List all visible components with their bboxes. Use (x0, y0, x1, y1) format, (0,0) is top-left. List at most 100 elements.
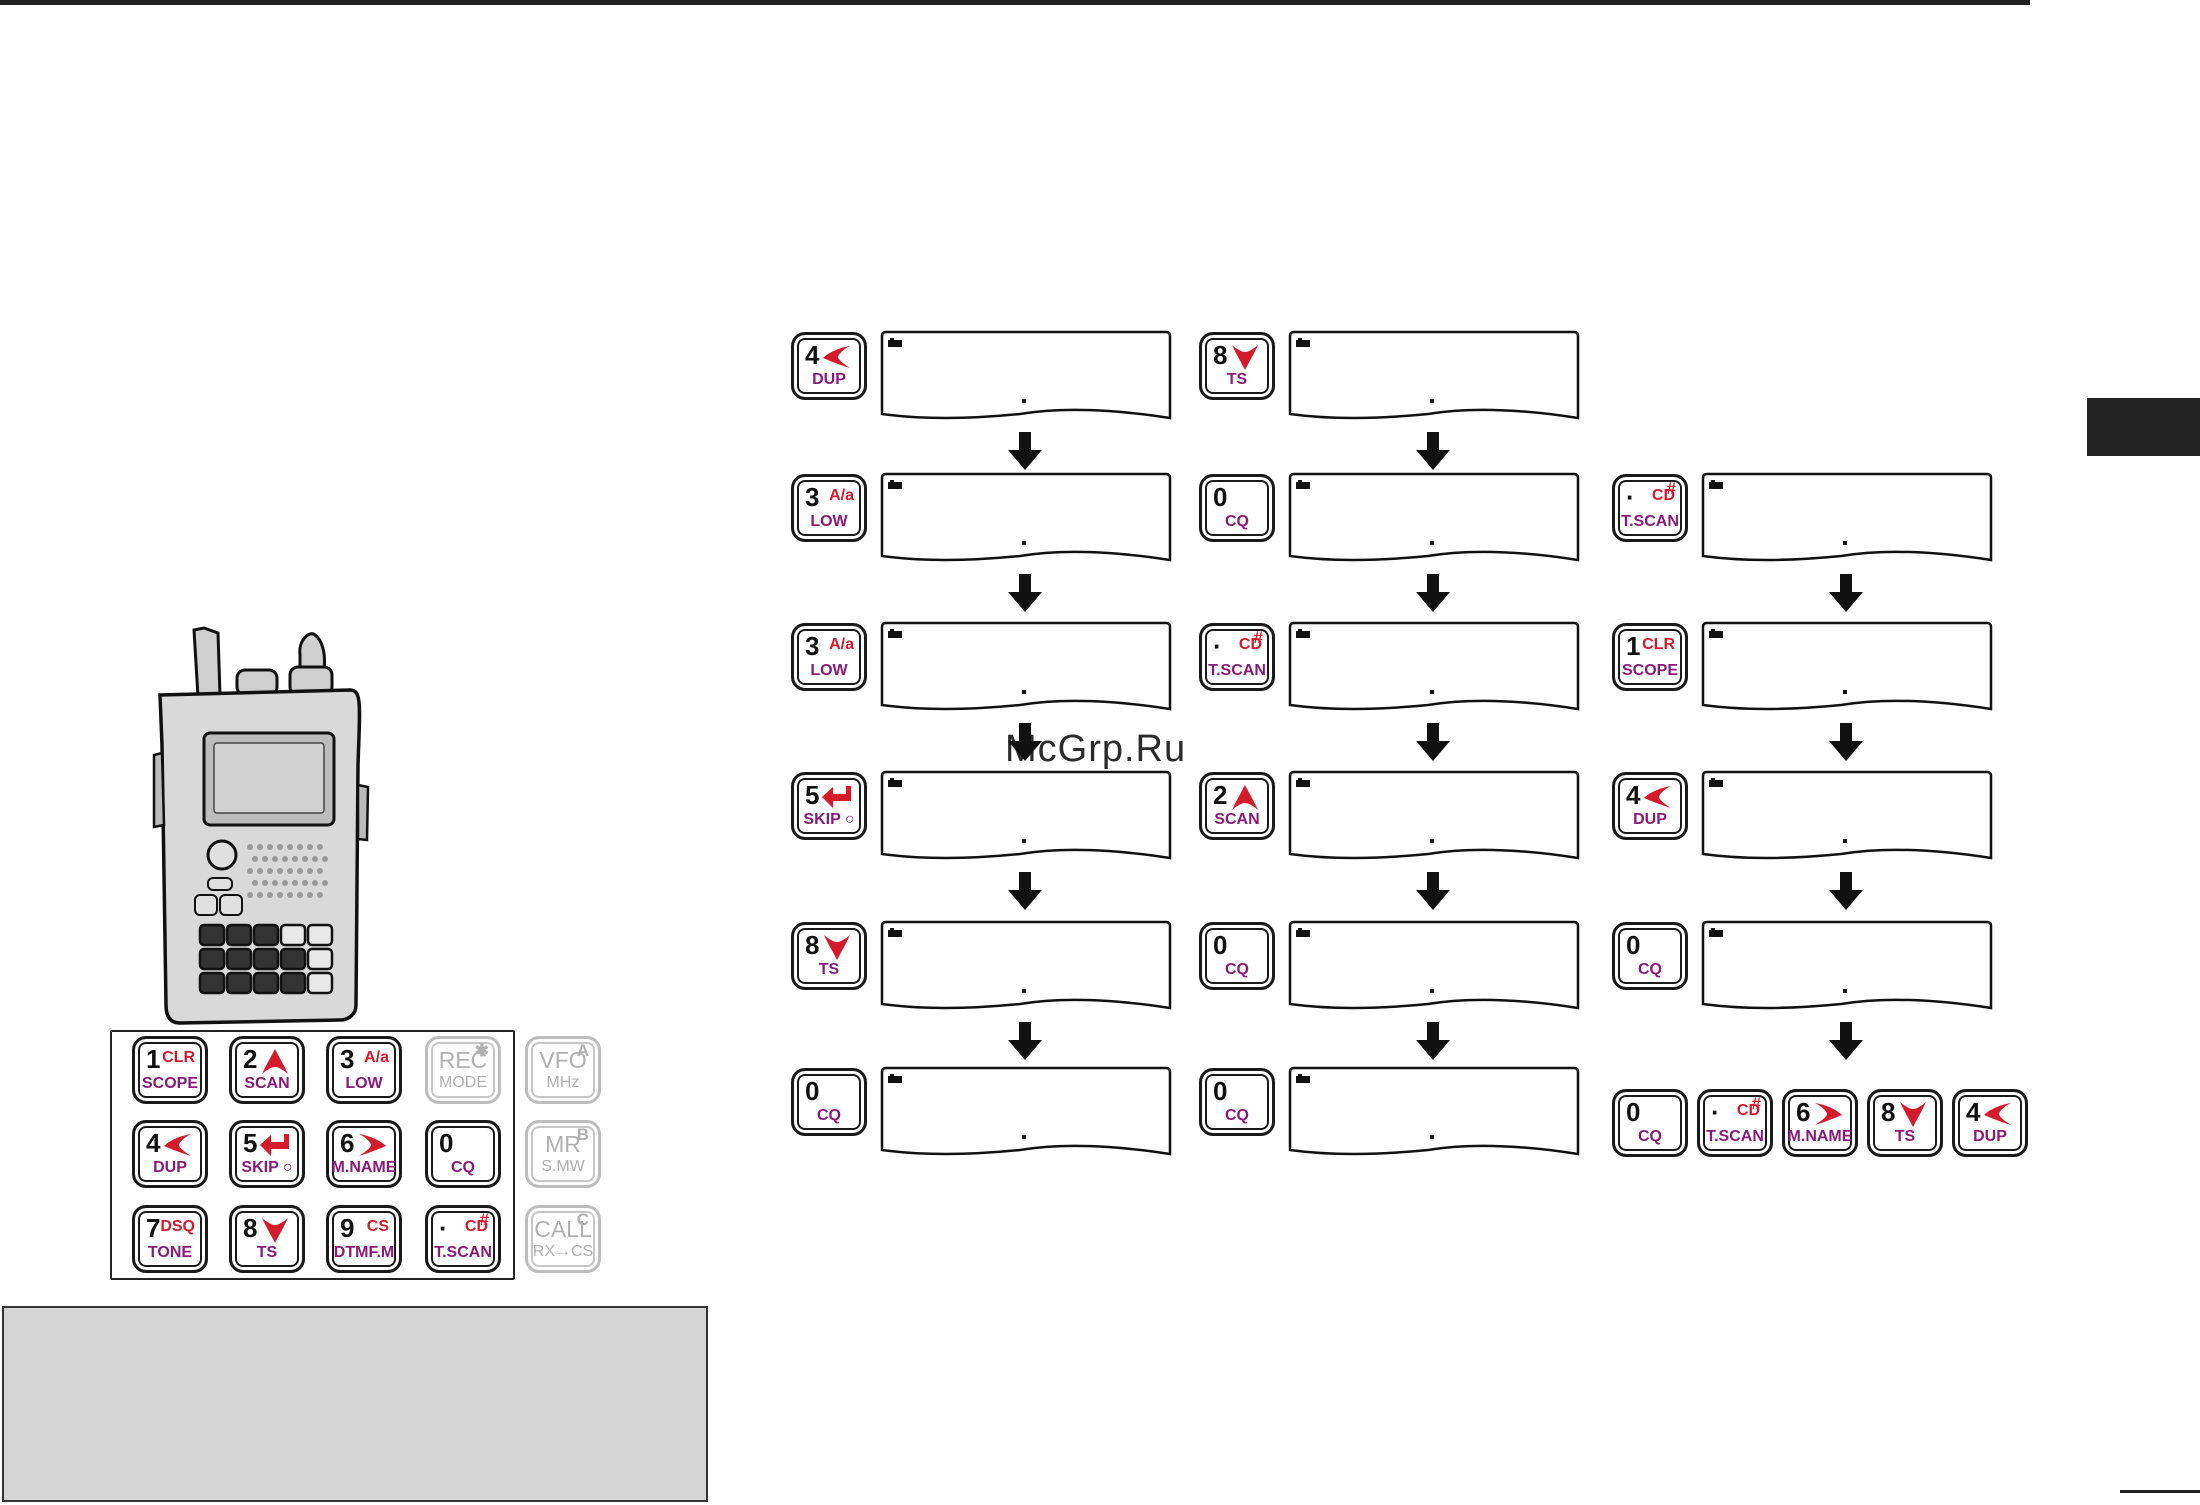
key-number: 9 (340, 1213, 355, 1243)
key-superscript: C (576, 1210, 589, 1229)
down-arrow-icon (1008, 872, 1042, 910)
battery-icon (888, 629, 902, 638)
key-number: 3 (340, 1044, 355, 1074)
key-dtmf-m[interactable]: 9 CS DTMF.M (326, 1205, 402, 1273)
key-number: · (1626, 482, 1635, 512)
decimal-point (1843, 839, 1847, 843)
key-number: · (1711, 1097, 1720, 1127)
lcd-outline (880, 330, 1172, 420)
key-number: 0 (1213, 1076, 1228, 1106)
key-function-label: CLR (162, 1049, 195, 1066)
key-number: 5 (805, 780, 820, 810)
lcd-display (1288, 770, 1580, 862)
enter-arrow-icon (260, 1134, 289, 1156)
battery-icon (1709, 480, 1723, 489)
key-superscript: A (576, 1041, 589, 1060)
key-number: 4 (1626, 780, 1641, 810)
key-number: 5 (243, 1128, 258, 1158)
key-function-label: CD (1238, 636, 1262, 653)
left-caret-icon (164, 1134, 191, 1156)
battery-icon (888, 1074, 902, 1083)
key-sub-label: CQ (1225, 513, 1249, 530)
lcd-outline (880, 1066, 1172, 1156)
down-arrow-icon (1008, 432, 1042, 470)
top-rule (0, 0, 2030, 5)
battery-icon (1709, 629, 1723, 638)
battery-icon (1296, 338, 1310, 347)
down-arrow-icon (1829, 723, 1863, 761)
down-arrow-icon (1829, 1022, 1863, 1060)
key-number: 4 (146, 1128, 161, 1158)
lcd-display (1701, 621, 1993, 713)
key-mode[interactable]: REC✱MODE (425, 1036, 501, 1104)
lcd-outline (1701, 920, 1993, 1010)
key-sub-label: DTMF.M (333, 1244, 395, 1261)
key-sub-label: MHz (546, 1074, 580, 1091)
key-sub-label: TS (1226, 371, 1248, 388)
key-function-label: CS (366, 1218, 389, 1235)
key-sub-label: SKIP ○ (241, 1159, 293, 1176)
key-number: 8 (1881, 1097, 1896, 1127)
transceiver-illustration (140, 625, 380, 1025)
key-sub-label: CQ (817, 1107, 841, 1124)
key-sub-label: CQ (1638, 1128, 1662, 1145)
key-superscript: ✱ (474, 1041, 489, 1060)
key-number: 0 (1213, 930, 1228, 960)
lcd-display (880, 472, 1172, 564)
key-sub-label: DUP (153, 1159, 187, 1176)
decimal-point (1022, 541, 1026, 545)
decimal-point (1843, 541, 1847, 545)
lcd-display (1288, 1066, 1580, 1158)
lcd-outline (1288, 621, 1580, 711)
key-number: 8 (1213, 340, 1228, 370)
lcd-display (1288, 472, 1580, 564)
battery-icon (1709, 928, 1723, 937)
decimal-point (1430, 690, 1434, 694)
key-function-label: CLR (1642, 636, 1675, 653)
key-number: 8 (805, 930, 820, 960)
down-caret-icon (824, 935, 850, 960)
key-number: 0 (439, 1128, 454, 1158)
key-superscript: B (576, 1125, 589, 1144)
lcd-outline (1288, 330, 1580, 420)
key-sub-label: CQ (451, 1159, 475, 1176)
key-sub-label: SKIP ○ (803, 811, 855, 828)
key-sub-label: T.SCAN (1621, 513, 1679, 530)
key-function-label: A/a (829, 636, 854, 653)
battery-icon (888, 778, 902, 787)
